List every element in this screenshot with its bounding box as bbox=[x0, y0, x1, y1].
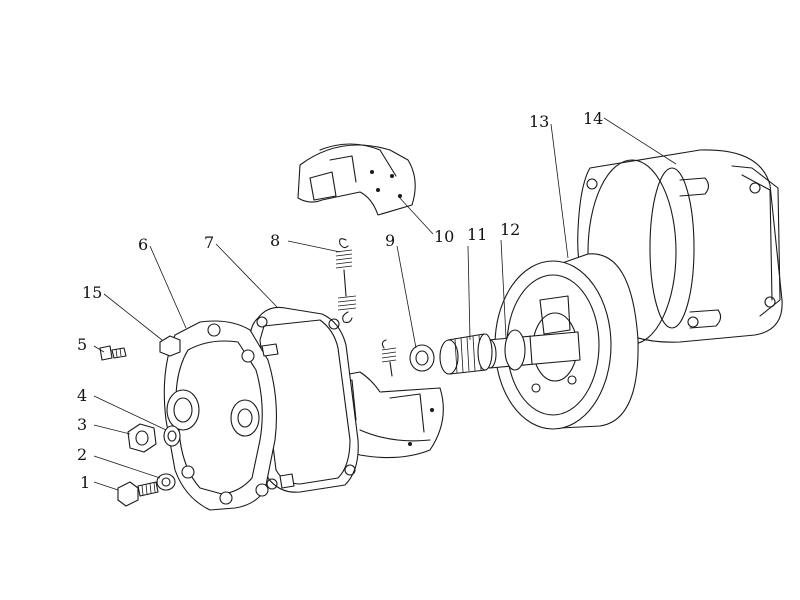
callout-15: 15 bbox=[82, 283, 102, 302]
callout-9: 9 bbox=[385, 231, 395, 250]
callout-2: 2 bbox=[77, 445, 87, 464]
callout-8: 8 bbox=[270, 231, 280, 250]
callout-labels: 1 2 3 4 5 6 7 8 9 10 11 12 13 14 15 bbox=[77, 109, 603, 492]
callout-6: 6 bbox=[138, 235, 148, 254]
part-15-nut bbox=[159, 335, 181, 357]
callout-14: 14 bbox=[583, 109, 603, 128]
callout-4: 4 bbox=[77, 386, 87, 405]
part-4-ring bbox=[163, 425, 181, 447]
part-9-washer bbox=[409, 344, 435, 372]
part-8-lower-spring bbox=[381, 339, 397, 377]
part-10-upper-brake-shoe bbox=[297, 143, 416, 216]
part-5-small-bolt bbox=[99, 345, 127, 361]
callout-10: 10 bbox=[434, 227, 454, 246]
part-1-bolt bbox=[117, 481, 159, 507]
part-2-washer bbox=[156, 473, 176, 491]
part-8-upper-spring bbox=[335, 238, 357, 324]
leader-lines bbox=[93, 117, 677, 491]
part-11-splined-hub bbox=[439, 333, 493, 375]
callout-7: 7 bbox=[204, 233, 214, 252]
callout-3: 3 bbox=[77, 415, 87, 434]
callout-13: 13 bbox=[529, 112, 549, 131]
part-6-backing-plate bbox=[163, 320, 295, 511]
part-3-nut bbox=[127, 423, 157, 453]
callout-1: 1 bbox=[80, 473, 90, 492]
callout-11: 11 bbox=[467, 225, 487, 244]
callout-5: 5 bbox=[77, 335, 87, 354]
callout-12: 12 bbox=[500, 220, 520, 239]
